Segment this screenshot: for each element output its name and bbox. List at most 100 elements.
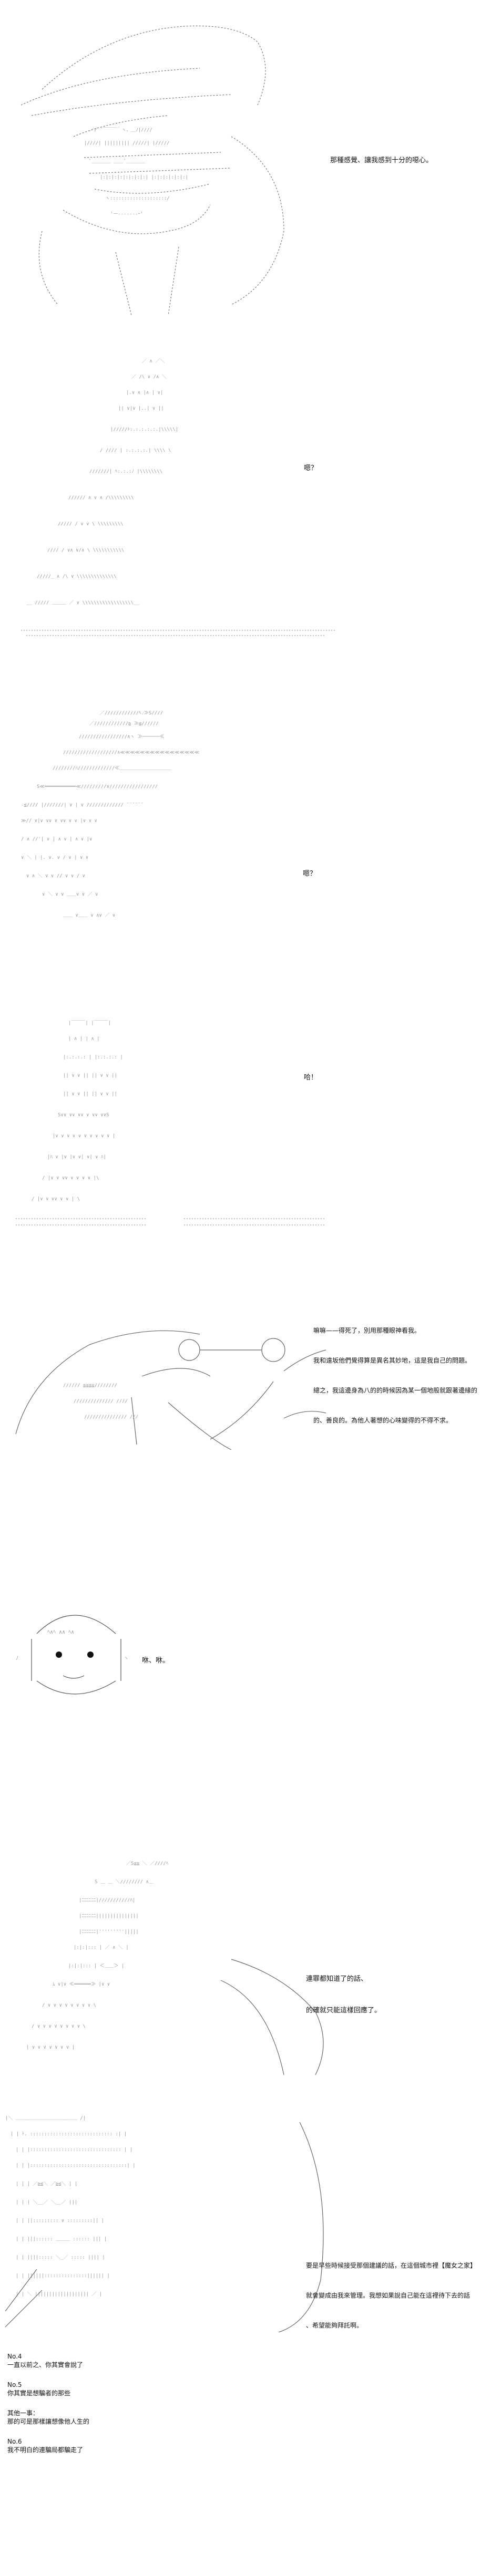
svg-text:/ ∧ //'| ∨ | ∧ ∨ | ∧ ∨ |: / ∧ //'| ∨ | ∧ ∨ | ∧ ∨ |∨ bbox=[21, 837, 92, 842]
dialogue-4: 哈！ bbox=[304, 1052, 318, 1104]
svg-text:/ ∨ ∨ ∨ ∨ ∨ ∨ ∨ ∨ \: / ∨ ∨ ∨ ∨ ∨ ∨ ∨ ∨ \ bbox=[32, 2024, 86, 2029]
footnote-number: No.4 bbox=[7, 2353, 22, 2360]
svg-text:| ∨ ∨ ∨ ∨ ∨ ∨ ∨ |: | ∨ ∨ ∨ ∨ ∨ ∨ ∨ | bbox=[26, 2045, 75, 2050]
svg-text:| | |||:::::: ＿＿＿ :::::: ||| |: | | |||:::::: ＿＿＿ :::::: ||| | bbox=[16, 2237, 107, 2242]
svg-text:ﾍ∧ﾍ ∧∧ ﾍ∧: ﾍ∧ﾍ ∧∧ ﾍ∧ bbox=[47, 1629, 74, 1635]
svg-text:////// ∧ ∨ ∧ /\\\\\\\\\: ////// ∧ ∨ ∧ /\\\\\\\\\ bbox=[68, 495, 134, 501]
panel-8: |＼ ＿＿＿＿＿＿＿＿＿＿＿＿＿ /| | | ﾄ. :::::::::::::… bbox=[0, 2091, 491, 2343]
svg-text:|￣￣￣| |￣￣￣|: |￣￣￣| |￣￣￣| bbox=[68, 1020, 111, 1026]
svg-text:ﾉ: ﾉ bbox=[16, 1656, 18, 1661]
svg-text://///////////////∧ヽ ≫──────≪: /////////////////∧ヽ ≫──────≪ bbox=[79, 734, 164, 740]
svg-text:| | ||::::::::: ∨ :::::::::|: | | ||::::::::: ∨ :::::::::|| | bbox=[16, 2218, 104, 2224]
svg-text:| | ＼ ||||||||||||||||||| ／: | | ＼ ||||||||||||||||||| ／ | bbox=[16, 2291, 102, 2297]
panel-1: ／/ ´￣￣￣｀ヽ、＿ﾉ|//// |////| ||||||||| /////… bbox=[0, 0, 491, 326]
panel-7: ／S≦≧ ＼ ／////ﾍ S ＿ ＿ ＼//////// ∧＿ |ﾆﾆﾆﾆﾆﾆ… bbox=[0, 1807, 491, 2091]
svg-text:/ |∨ ∨ ∨∨ ∨ ∨ | \: / |∨ ∨ ∨∨ ∨ ∨ | \ bbox=[32, 1197, 80, 1202]
ascii-art-hat-man: ／/ ´￣￣￣｀ヽ、＿ﾉ|//// |////| ||||||||| /////… bbox=[11, 11, 294, 320]
svg-text:／////////////ﾍ.≫S////: ／////////////ﾍ.≫S//// bbox=[100, 710, 163, 716]
svg-text:-≦//// |///////| ∨ | ∨ ///////: -≦//// |///////| ∨ | ∨ ///////////// ¨¨¨… bbox=[21, 803, 144, 808]
dialogue-7: 連罪都知道了的話、 的確就只能這樣回應了。 bbox=[306, 1953, 381, 2037]
svg-text:| | | ／≧≦＼ ／≧≦＼ | |: | | | ／≧≦＼ ／≧≦＼ | | bbox=[16, 2181, 77, 2187]
svg-text:S∨∨ ∨∨ ∨∨ ∨ ∨∨ ∨∨S: S∨∨ ∨∨ ∨∨ ∨ ∨∨ ∨∨S bbox=[58, 1113, 109, 1118]
ascii-art-figure-standing: ／ ∧ ／＼ ／ /\ ∨ /∧ ＼ |.∨ ∧ |∧ | ∨| || ∨|∨ … bbox=[11, 352, 347, 646]
dialogue-line: 、希望能夠拜託啊。 bbox=[306, 2322, 363, 2329]
svg-text:|ﾆﾆﾆﾆﾆﾆ|///////////ﾊ|: |ﾆﾆﾆﾆﾆﾆ|///////////ﾊ| bbox=[79, 1898, 135, 1903]
footnote-text: 你其實是想騙者的那些 bbox=[7, 2390, 71, 2397]
dialogue-line: 要是早些時候接受那個建議的話，在這個城市裡【魔女之家】 bbox=[306, 2262, 477, 2269]
svg-text:ヽ::::::::::::::::::::/: ヽ::::::::::::::::::::/ bbox=[105, 196, 170, 201]
svg-text:S≪═══════════≪/////////∨//////: S≪═══════════≪/////////∨////////////////… bbox=[37, 784, 158, 790]
svg-text:/ ∨ ∨ ∨ ∨ ∨ ∨ ∨ ∨ \: / ∨ ∨ ∨ ∨ ∨ ∨ ∨ ∨ \ bbox=[42, 2003, 96, 2008]
dialogue-6: 咻、咻。 bbox=[142, 1635, 169, 1687]
svg-text:////// ≦≦≦≦////////: ////// ≦≦≦≦//////// bbox=[63, 1383, 117, 1388]
svg-text:| | ||||::::: ＼_／ ::::: |||| |: | | ||||::::: ＼_／ ::::: |||| | bbox=[16, 2255, 105, 2260]
dialogue-1: 那種感覺、讓我感到十分的噁心。 bbox=[330, 134, 433, 187]
svg-text:////////////// ////: ////////////// //// bbox=[74, 1399, 128, 1404]
dialogue-line: 總之，我這邊身為八的的時候因為某一個地般就跟著邊緣的 bbox=[313, 1387, 478, 1394]
svg-text:|＼ ＿＿＿＿＿＿＿＿＿＿＿＿＿ /|: |＼ ＿＿＿＿＿＿＿＿＿＿＿＿＿ /| bbox=[5, 2115, 86, 2121]
svg-text:|/////ﾄ:.:.:.:.:.|\\\\\|: |/////ﾄ:.:.:.:.:.|\\\\\| bbox=[110, 427, 178, 432]
svg-text:| | |:::::::::::::::::::::::::: | | |::::::::::::::::::::::::::::::::::|… bbox=[16, 2163, 136, 2168]
svg-text:∨ ＼ ∨ ∨ ＿＿∨ ∨ ／ ∨: ∨ ＼ ∨ ∨ ＿＿∨ ∨ ／ ∨ bbox=[42, 891, 98, 897]
footnote-number: No.6 bbox=[7, 2438, 22, 2445]
dialogue-line: 我和遠坂他們覺得算是異名其妙地，這是我自己的問題。 bbox=[313, 1357, 472, 1364]
ascii-art-cap-man: ／////////////ﾍ.≫S//// ／////////////≧ ≫≦/… bbox=[11, 709, 336, 930]
svg-text:|ﾆﾆﾆﾆﾆﾆ|||||||||||||||: |ﾆﾆﾆﾆﾆﾆ||||||||||||||| bbox=[79, 1914, 139, 1919]
panel-5: ////// ≦≦≦≦//////// ////////////// //// … bbox=[0, 1261, 491, 1565]
eye-left bbox=[56, 1651, 62, 1658]
dialogue-line: 嘛嘛——得死了，別用那種眼神看我。 bbox=[313, 1327, 421, 1334]
svg-text:＿＿ ∨＿＿ ∨ ∧∨ ／ ∨: ＿＿ ∨＿＿ ∨ ∧∨ ／ ∨ bbox=[63, 912, 115, 918]
footnote: No.6 我不明白的連騙局都騙走了 bbox=[7, 2437, 323, 2454]
svg-text:≫// ∨|∨ ∨∨ ∨ ∨∨ ∨ ∨ |∨ ∨ ∨: ≫// ∨|∨ ∨∨ ∨ ∨∨ ∨ ∨ |∨ ∨ ∨ bbox=[21, 818, 97, 824]
footnote-text: 我不明白的連騙局都騙走了 bbox=[7, 2446, 84, 2454]
svg-text:∨ ∧ ＼ ∨ ∨ // ∨ ∨ / ∨: ∨ ∧ ＼ ∨ ∨ // ∨ ∨ / ∨ bbox=[26, 873, 85, 879]
ascii-art-long-hair-man: |＼ ＿＿＿＿＿＿＿＿＿＿＿＿＿ /| | | ﾄ. :::::::::::::… bbox=[5, 2112, 342, 2332]
svg-text:|////| ||||||||| /////| |/////: |////| ||||||||| /////| |///// bbox=[84, 141, 170, 146]
svg-text:| | ||||||:::::::::::::::|||||: | | ||||||:::::::::::::::|||||| | bbox=[16, 2273, 110, 2279]
eye-right bbox=[87, 1651, 94, 1658]
panel-3: ／////////////ﾍ.≫S//// ／////////////≧ ≫≦/… bbox=[0, 662, 491, 988]
svg-text:///////////////////∧≪≪≪≪≪≪≪≪≪≪: ///////////////////∧≪≪≪≪≪≪≪≪≪≪≪≪≪≪≪≪ bbox=[63, 750, 199, 755]
dialogue-line: 那種感覺、讓我感到十分的噁心。 bbox=[330, 157, 433, 164]
svg-text:/ |∨ ∨ ∨∨ ∨ ∨ ∨ ∨ |\: / |∨ ∨ ∨∨ ∨ ∨ ∨ ∨ |\ bbox=[42, 1176, 99, 1181]
svg-text:|∨ ∨ ∨ ∨ ∨ ∨ ∨ ∨ ∨ ∨ |: |∨ ∨ ∨ ∨ ∨ ∨ ∨ ∨ ∨ ∨ | bbox=[53, 1134, 115, 1139]
svg-text:|:|:|::: | ／ ∧ ＼ |: |:|:|::: | ／ ∧ ＼ | bbox=[74, 1945, 129, 1950]
footnote-number: No.5 bbox=[7, 2381, 22, 2388]
ascii-art-gloved-man: ／S≦≧ ＼ ／////ﾍ S ＿ ＿ ＼//////// ∧＿ |ﾆﾆﾆﾆﾆﾆ… bbox=[21, 1854, 347, 2075]
ascii-art-eyes-closeup: |￣￣￣| |￣￣￣| | ∧ | | ∧ | |:.:.:.: | |:.:.… bbox=[11, 1014, 336, 1240]
svg-text:／S≦≧ ＼ ／////ﾍ: ／S≦≧ ＼ ／////ﾍ bbox=[126, 1861, 169, 1866]
svg-text:|.∨ ∧ |∧ | ∨|: |.∨ ∧ |∧ | ∨| bbox=[126, 390, 163, 396]
svg-text:|| ∨ ∨ || || ∨ ∨ ||: || ∨ ∨ || || ∨ ∨ || bbox=[63, 1092, 117, 1097]
svg-text:|:|:|::: | ＜＿＿＞ |: |:|:|::: | ＜＿＿＞ | bbox=[68, 1964, 124, 1969]
footnote: 其他一事： 那的可是那樣讓想像他人生的 bbox=[7, 2409, 323, 2426]
ascii-art-chibi-face: ﾍ∧ﾍ ∧∧ ﾍ∧ ﾉ ヽ bbox=[16, 1602, 131, 1707]
svg-text:| | |:::::::::::::::::::::::::: | | |:::::::::::::::::::::::::::::::: | … bbox=[16, 2147, 132, 2153]
footnote-text: 一直以前之、你其實會說了 bbox=[7, 2361, 84, 2369]
panel-2: ／ ∧ ／＼ ／ /\ ∨ /∧ ＼ |.∨ ∧ |∧ | ∨| || ∨|∨ … bbox=[0, 326, 491, 662]
dialogue-8: 要是早些時候接受那個建議的話，在這個城市裡【魔女之家】 就會變成由我來管理。我想… bbox=[306, 2241, 476, 2351]
svg-text://///////////// ///: /////////////// /// bbox=[84, 1415, 138, 1420]
footnote-text: 其他一事： bbox=[7, 2409, 39, 2417]
svg-text:////////ﾊ/////////////≪＿＿＿＿＿＿＿: ////////ﾊ/////////////≪＿＿＿＿＿＿＿＿＿＿＿ bbox=[53, 766, 171, 771]
dialogue-line: 嗯？ bbox=[303, 870, 317, 878]
svg-text://// / ∨∧ ∨/∧ \ \\\\\\\\\\\: //// / ∨∧ ∨/∧ \ \\\\\\\\\\\ bbox=[47, 548, 124, 553]
svg-text:／////////////≧ ≫≦//////: ／////////////≧ ≫≦////// bbox=[89, 721, 159, 726]
dialogue-line: 就會變成由我來管理。我想如果說自己能在這裡待下去的話 bbox=[306, 2292, 470, 2299]
svg-text:| | ﾄ. :::::::::::::::::::::::: | | ﾄ. ::::::::::::::::::::::::::::: :| … bbox=[11, 2132, 127, 2137]
svg-text:|ﾊ ∨ |∨ |∨ ∨| ∨| ∨ ﾊ|: |ﾊ ∨ |∨ |∨ ∨| ∨| ∨ ﾊ| bbox=[47, 1155, 106, 1160]
svg-text:|| ∨|∨ |..| ∨ ||: || ∨|∨ |..| ∨ || bbox=[118, 406, 164, 411]
svg-text:|:.:.:.: | |:.:.:.: |: |:.:.:.: | |:.:.:.: | bbox=[63, 1055, 123, 1060]
svg-text:ﾑ ∨|∨ ≪══════≫ |∨ ∨: ﾑ ∨|∨ ≪══════≫ |∨ ∨ bbox=[53, 1982, 110, 1987]
dialogue-5: 嘛嘛——得死了，別用那種眼神看我。 我和遠坂他們覺得算是異名其妙地，這是我自己的… bbox=[313, 1306, 477, 1446]
dialogue-line: 的、善良的。為他人著想的心味變得的不得不求。 bbox=[313, 1417, 453, 1424]
svg-text:ヽ: ヽ bbox=[124, 1656, 129, 1661]
svg-text:| ∧ | | ∧ |: | ∧ | | ∧ | bbox=[68, 1036, 100, 1042]
footnotes: No.4 一直以前之、你其實會說了 No.5 你其實是想騙者的那些 其他一事： … bbox=[7, 2352, 323, 2466]
dialogue-2: 嗯？ bbox=[304, 442, 318, 495]
dialogue-line: 咻、咻。 bbox=[142, 1657, 170, 1665]
svg-text:／ ∧ ／＼: ／ ∧ ／＼ bbox=[142, 358, 165, 364]
svg-text:'ー-------ｰ': 'ー-------ｰ' bbox=[110, 212, 143, 217]
ascii-art-glasses-face: ////// ≦≦≦≦//////// ////////////// //// … bbox=[11, 1313, 326, 1450]
svg-text:|ﾆﾆﾆﾆﾆﾆ|'''''''''|||||: |ﾆﾆﾆﾆﾆﾆ|'''''''''||||| bbox=[79, 1929, 139, 1935]
dialogue-3: 嗯？ bbox=[303, 848, 316, 900]
